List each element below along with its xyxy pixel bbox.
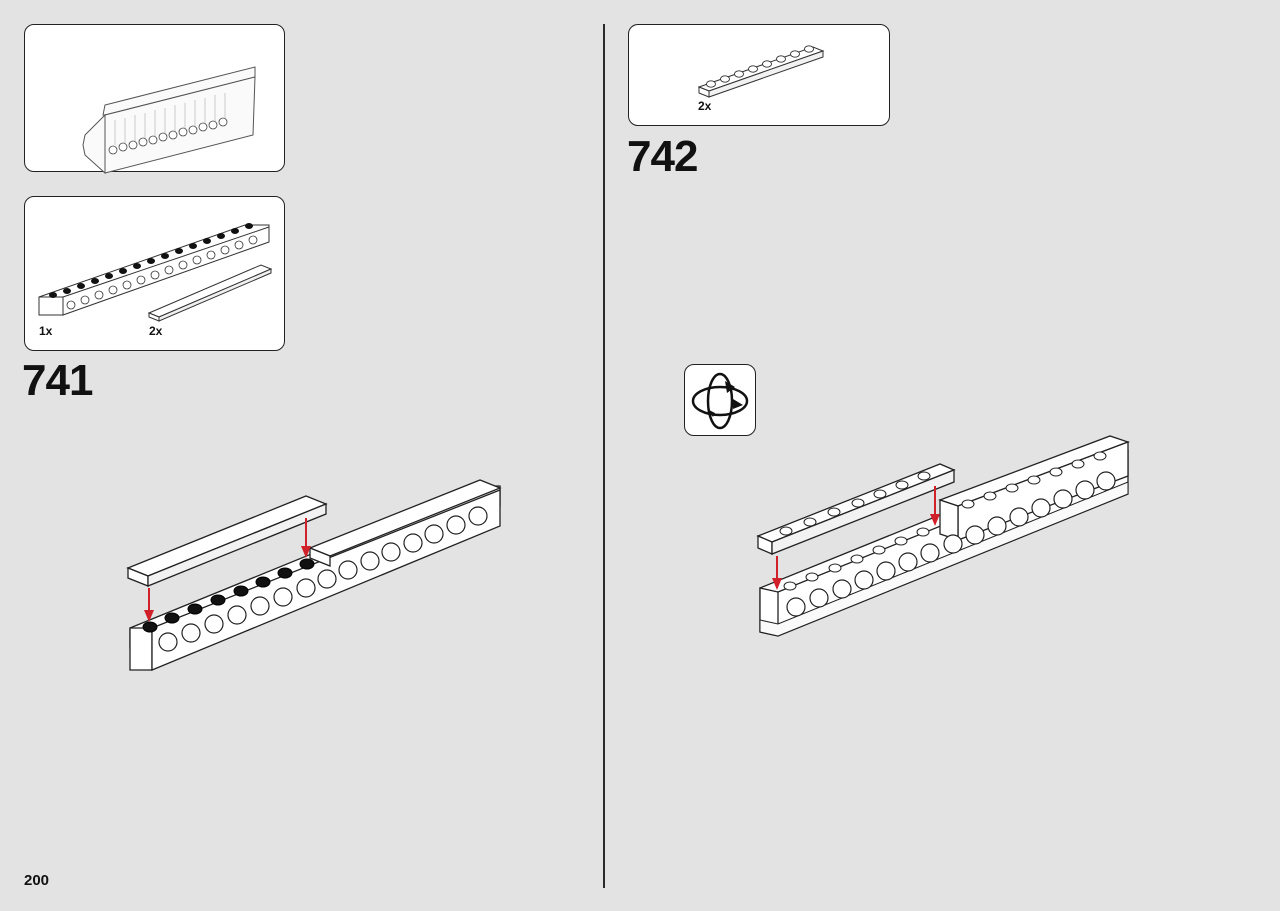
flat-tile-part — [147, 264, 273, 322]
rotate-model-icon — [684, 364, 756, 436]
subassembly-callout — [24, 24, 285, 175]
placement-arrow — [144, 518, 311, 622]
parts-list-742: 2x — [628, 24, 890, 126]
plate-part — [697, 45, 825, 98]
step-741-illustration — [126, 479, 502, 671]
part-quantity: 1x — [39, 324, 53, 338]
part-quantity: 2x — [698, 99, 712, 113]
parts-list-741: 1x 2x — [24, 196, 285, 351]
part-quantity: 2x — [149, 324, 163, 338]
technic-brick-part — [38, 223, 270, 316]
step-number: 742 — [627, 132, 698, 181]
step-number: 741 — [22, 356, 93, 405]
page-number: 200 — [24, 872, 50, 889]
subassembly-illustration — [82, 66, 256, 175]
page-divider — [603, 24, 605, 888]
placement-arrow — [772, 486, 940, 590]
